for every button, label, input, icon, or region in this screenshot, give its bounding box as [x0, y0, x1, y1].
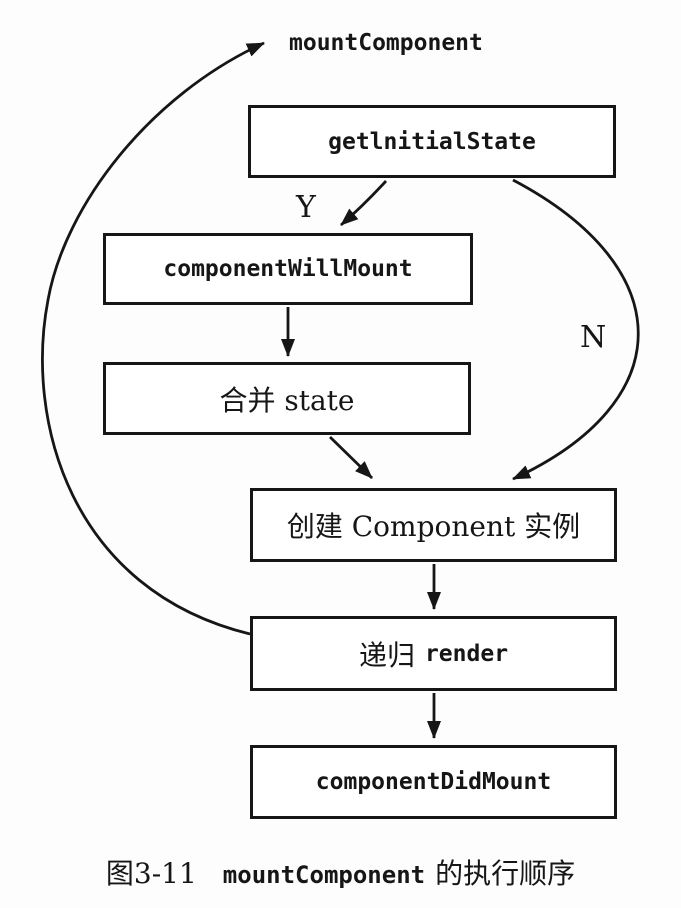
figure-caption-code: mountComponent [222, 861, 426, 889]
branch-label-no: N [580, 320, 607, 355]
node-recursive-render-label-code: render [424, 640, 509, 667]
node-create-instance: 创建 Component 实例 [250, 488, 617, 562]
node-merge-state: 合并 state [103, 362, 471, 435]
arrow-getinitialstate-to-willmount [340, 180, 388, 227]
node-get-initial-state: getlnitialState [248, 105, 616, 178]
node-component-did-mount: componentDidMount [250, 745, 617, 819]
node-component-did-mount-label: componentDidMount [315, 769, 552, 795]
figure-caption-suffix: 的执行顺序 [435, 857, 576, 890]
node-get-initial-state-label: getlnitialState [328, 128, 536, 155]
node-merge-state-label: 合并 state [219, 383, 355, 417]
branch-label-yes: Y [296, 190, 316, 225]
node-component-will-mount-label: componentWillMount [163, 256, 413, 282]
arrow-mergestate-to-create [329, 435, 373, 480]
node-recursive-render-label-cn: 递归 [358, 638, 415, 672]
node-recursive-render: 递归 render [250, 616, 617, 691]
figure-caption-number: 图3-11 [105, 857, 197, 890]
arrow-getinitialstate-to-create-n [512, 178, 640, 481]
figure-caption: 图3-11 mountComponent 的执行顺序 [0, 852, 681, 892]
node-component-will-mount: componentWillMount [103, 233, 473, 305]
mountcomponent-label: mountComponent [289, 30, 483, 56]
loop-arrow-render-to-mountcomponent [41, 41, 265, 636]
node-create-instance-label: 创建 Component 实例 [286, 510, 581, 543]
